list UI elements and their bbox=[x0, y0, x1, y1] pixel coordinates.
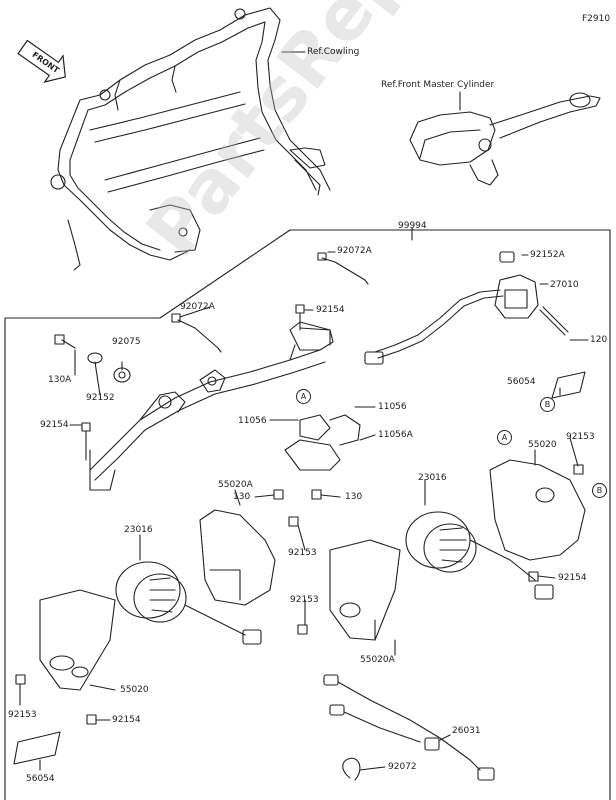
callout-92072: 92072 bbox=[388, 762, 417, 772]
right-fog-lamp bbox=[329, 459, 586, 641]
detail-box bbox=[4, 229, 611, 800]
cable-tie-left bbox=[177, 319, 222, 353]
switch-harness-line bbox=[374, 289, 501, 353]
callout-11056-left: 11056 bbox=[238, 416, 267, 426]
cowling-stay-frame bbox=[50, 7, 331, 271]
callout-130-left: 130 bbox=[233, 492, 251, 502]
callout-130-right: 130 bbox=[345, 492, 363, 502]
bolt-92153-right bbox=[573, 464, 584, 475]
callout-92154-top: 92154 bbox=[316, 305, 345, 315]
cable-clamp bbox=[342, 757, 361, 781]
figure-code: F2910 bbox=[582, 14, 611, 24]
callout-23016-right: 23016 bbox=[418, 473, 447, 483]
marker-b-right: B bbox=[592, 483, 607, 498]
callout-120: 120 bbox=[590, 335, 608, 345]
callout-11056: 11056 bbox=[378, 402, 407, 412]
callout-92154-right: 92154 bbox=[558, 573, 587, 583]
bolt-92153-left bbox=[15, 674, 26, 685]
callout-92153-center: 92153 bbox=[288, 548, 317, 558]
callout-92072A-left: 92072A bbox=[180, 302, 215, 312]
master-cylinder-assembly bbox=[409, 92, 601, 186]
bolt-130-right bbox=[311, 489, 322, 500]
bolt-130A bbox=[54, 334, 76, 349]
marker-a-right: A bbox=[497, 430, 512, 445]
decal-right bbox=[551, 371, 586, 399]
decal-left bbox=[13, 731, 61, 765]
marker-a-top: A bbox=[296, 389, 311, 404]
bolt-92153-center bbox=[288, 516, 299, 527]
callout-23016-left: 23016 bbox=[124, 525, 153, 535]
bolt-92154-left bbox=[81, 422, 91, 461]
callout-11056A: 11056A bbox=[378, 430, 413, 440]
callout-55020A-left: 55020A bbox=[218, 480, 253, 490]
callout-92153-mid: 92153 bbox=[290, 595, 319, 605]
callout-92153-left: 92153 bbox=[8, 710, 37, 720]
callout-99994: 99994 bbox=[398, 221, 427, 231]
callout-92152: 92152 bbox=[86, 393, 115, 403]
left-fog-lamp bbox=[39, 509, 276, 691]
callout-92154-bottom: 92154 bbox=[112, 715, 141, 725]
callout-92154-left: 92154 bbox=[40, 420, 69, 430]
callout-27010: 27010 bbox=[550, 280, 579, 290]
cable-tie-top bbox=[321, 257, 369, 285]
marker-b-decal: B bbox=[540, 397, 555, 412]
callout-130A: 130A bbox=[48, 375, 72, 385]
callout-56054-right: 56054 bbox=[507, 377, 536, 387]
front-direction-arrow: FRONT bbox=[14, 39, 74, 84]
main-bracket bbox=[89, 321, 361, 491]
callout-26031: 26031 bbox=[452, 726, 481, 736]
callout-92072A-top: 92072A bbox=[337, 246, 372, 256]
callout-55020A-bottom: 55020A bbox=[360, 655, 395, 665]
bolt-92154-bottom bbox=[86, 714, 97, 725]
bolt-92153-mid bbox=[297, 624, 308, 635]
callout-55020-right: 55020 bbox=[528, 440, 557, 450]
ref-front-master-cylinder: Ref.Front Master Cylinder bbox=[381, 80, 495, 90]
callout-92075: 92075 bbox=[112, 337, 141, 347]
bolt-130-left bbox=[273, 489, 284, 500]
callout-56054-left: 56054 bbox=[26, 774, 55, 784]
switch-assembly bbox=[494, 251, 569, 336]
sub-harness-26031 bbox=[323, 674, 495, 781]
callout-92152A: 92152A bbox=[530, 250, 565, 260]
callout-55020-left: 55020 bbox=[120, 685, 149, 695]
bolt-92154-top bbox=[295, 304, 305, 331]
connector-center bbox=[364, 351, 384, 365]
callout-92153-right: 92153 bbox=[566, 432, 595, 442]
ref-cowling: Ref.Cowling bbox=[307, 47, 360, 57]
